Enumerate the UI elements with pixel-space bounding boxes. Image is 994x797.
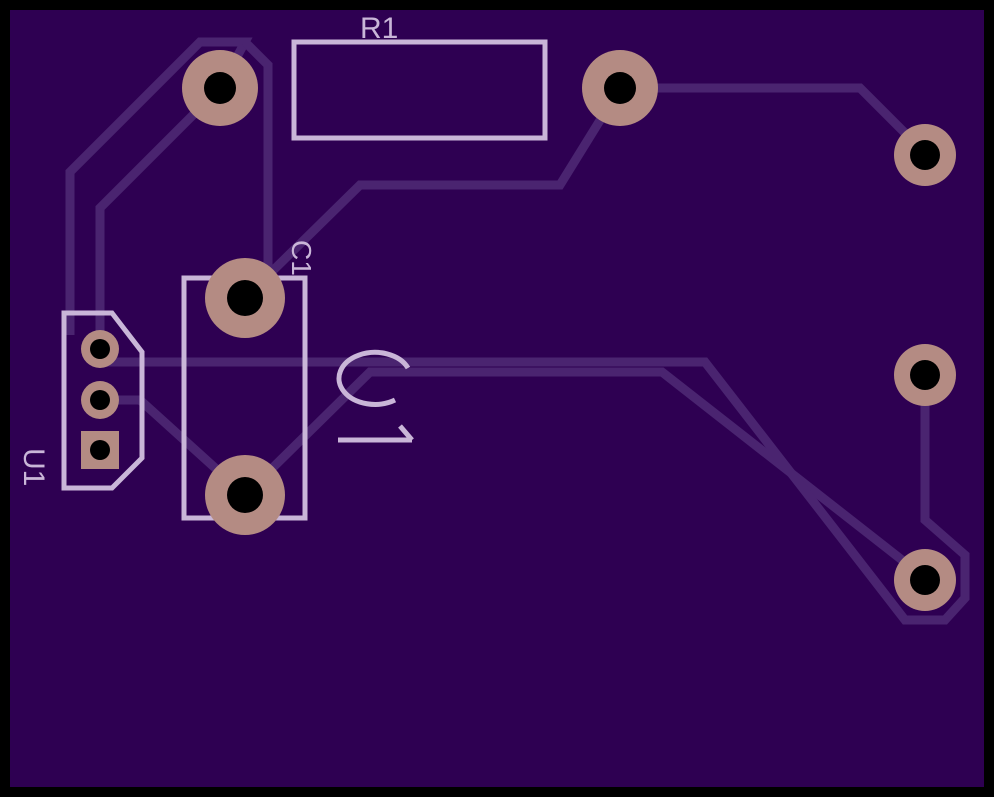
trace-r1-left-inner <box>95 84 224 345</box>
trace-u1-to-conn <box>100 357 970 625</box>
c1-polarity-c <box>336 349 411 407</box>
u1-outline <box>61 310 145 491</box>
u1-pin2 <box>81 381 119 419</box>
conn-pin1 <box>894 124 956 186</box>
r1-pin1 <box>182 50 258 126</box>
r1-outline <box>291 39 548 141</box>
c1-pin2 <box>205 455 285 535</box>
u1-pin1 <box>81 431 119 469</box>
trace-r1-right-to-conn1 <box>620 83 929 157</box>
r1-pin2 <box>582 50 658 126</box>
c1-polarity-1 <box>338 424 414 443</box>
pads <box>81 50 956 611</box>
r1-label: R1 <box>360 12 398 45</box>
trace-r1-right-to-c1 <box>241 85 624 302</box>
u1-label: U1 <box>17 448 50 486</box>
c1-pin1 <box>205 258 285 338</box>
conn-pin3 <box>894 549 956 611</box>
c1-label: C1 <box>286 240 317 276</box>
conn-pin2 <box>894 344 956 406</box>
u1-pin3 <box>81 330 119 368</box>
